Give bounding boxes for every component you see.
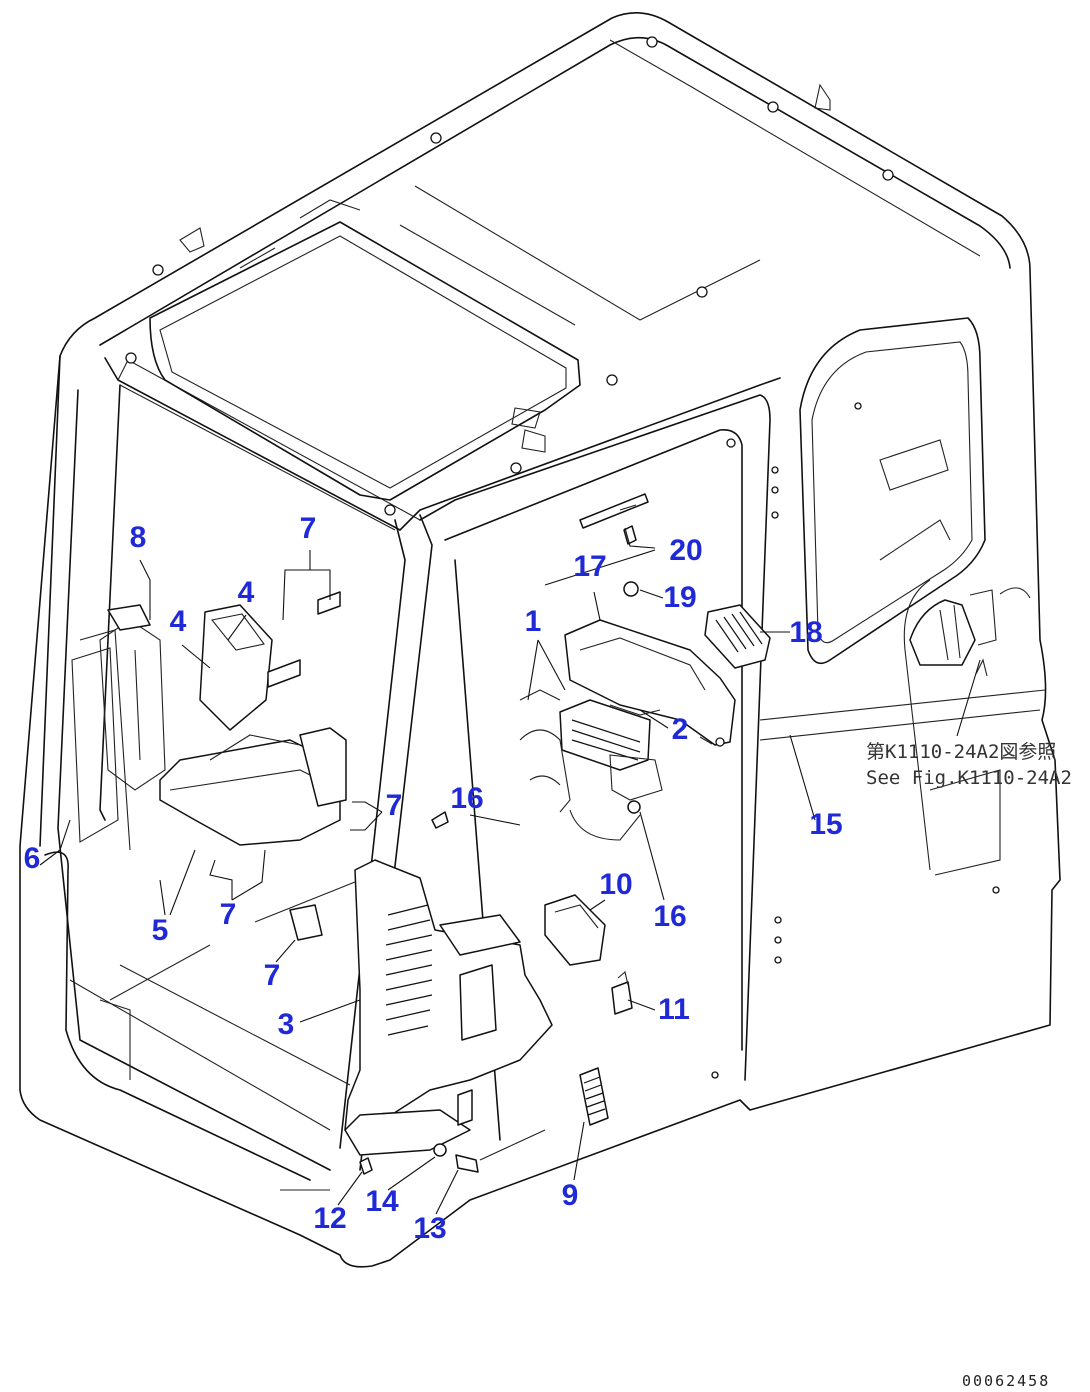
callout-3: 3 [278, 1008, 295, 1041]
callout-20: 20 [669, 534, 702, 567]
filter-box-10 [544, 894, 606, 966]
callout-17: 17 [573, 550, 606, 583]
side-console [519, 619, 736, 841]
callout-10: 10 [599, 868, 632, 901]
callout-7: 7 [264, 959, 281, 992]
leader-lines [39, 527, 988, 1215]
callout-12: 12 [313, 1202, 346, 1235]
roof-bolt-holes [125, 36, 1000, 1079]
callout-19: 19 [663, 581, 696, 614]
clip-11 [611, 970, 633, 1015]
callout-18: 18 [789, 616, 822, 649]
figure-reference-note: 第K1110-24A2図参照 See Fig.K1110-24A2 [866, 741, 1072, 789]
callout-7: 7 [386, 789, 403, 822]
callout-16: 16 [653, 900, 686, 933]
callout-7: 7 [220, 898, 237, 931]
fasteners-19-20 [579, 493, 649, 597]
callout-9: 9 [562, 1179, 579, 1212]
main-duct [344, 859, 553, 1156]
callout-6: 6 [24, 842, 41, 875]
fasteners-12-13-14 [359, 1129, 546, 1175]
callout-5: 5 [152, 914, 169, 947]
cab-body-outline [19, 12, 1061, 1268]
callout-11: 11 [658, 993, 690, 1026]
floor-louver-9 [579, 1067, 609, 1126]
callout-2: 2 [672, 713, 689, 746]
callout-7: 7 [300, 512, 317, 545]
left-duct-assembly [99, 604, 347, 846]
callout-16: 16 [450, 782, 483, 815]
reference-note-japanese: 第K1110-24A2図参照 [866, 741, 1056, 763]
callout-4: 4 [238, 576, 255, 609]
callout-13: 13 [413, 1212, 446, 1245]
callout-4: 4 [170, 605, 187, 638]
clamps-16 [431, 800, 641, 829]
callout-labels: 8 7 4 4 20 17 19 1 18 2 16 7 15 6 10 16 7 5 7 11 3 9 14 12 13 [24, 512, 843, 1245]
reference-note-english: See Fig.K1110-24A2 [866, 767, 1072, 789]
vent-grille-18 [704, 604, 771, 669]
callout-15: 15 [809, 808, 842, 841]
drawing-number: 00062458 [962, 1372, 1050, 1390]
clip-plates [254, 591, 361, 941]
rear-side-duct [909, 587, 1031, 666]
callout-8: 8 [130, 521, 147, 554]
callout-1: 1 [525, 605, 542, 638]
callout-14: 14 [365, 1185, 399, 1218]
